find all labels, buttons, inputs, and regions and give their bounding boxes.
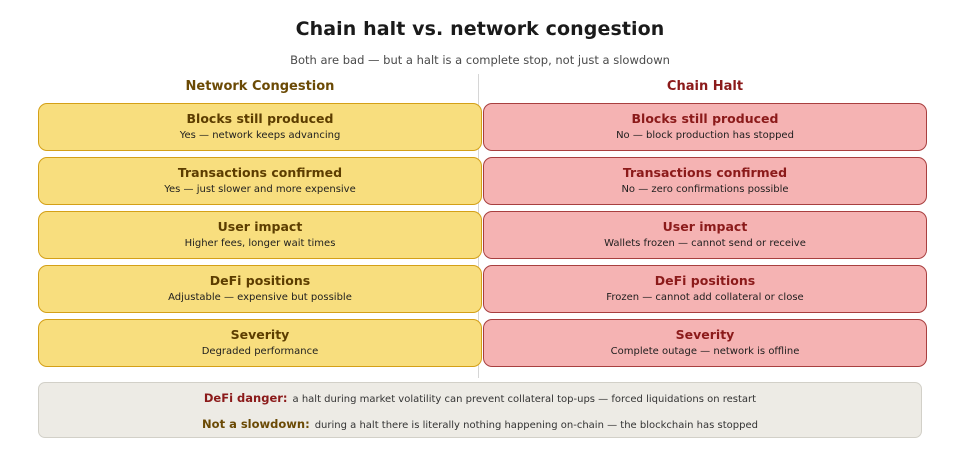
card-row: Blocks still produced No — block product… <box>483 103 927 151</box>
footer-text: a halt during market volatility can prev… <box>292 394 757 405</box>
card-row: User impact Wallets frozen — cannot send… <box>483 211 927 259</box>
column-heading-network-congestion: Network Congestion <box>185 79 335 94</box>
page-subtitle: Both are bad — but a halt is a complete … <box>290 53 670 67</box>
card-row: Transactions confirmed No — zero confirm… <box>483 157 927 205</box>
card-description: Complete outage — network is offline <box>610 346 800 358</box>
column-heading-chain-halt: Chain Halt <box>666 79 744 94</box>
card-description: Adjustable — expensive but possible <box>168 292 352 304</box>
footer-note: DeFi danger: a halt during market volatil… <box>38 382 922 438</box>
card-title: Blocks still produced <box>631 110 779 126</box>
card-row: DeFi positions Frozen — cannot add colla… <box>483 265 927 313</box>
card-description: Wallets frozen — cannot send or receive <box>604 238 806 250</box>
card-title: Transactions confirmed <box>622 164 788 180</box>
footer-label: Not a slowdown: <box>202 417 310 431</box>
footer-label: DeFi danger: <box>203 391 288 405</box>
card-row: DeFi positions Adjustable — expensive bu… <box>38 265 482 313</box>
column-network-congestion: Blocks still produced Yes — network keep… <box>38 103 482 367</box>
card-title: DeFi positions <box>654 272 756 288</box>
card-row: Transactions confirmed Yes — just slower… <box>38 157 482 205</box>
card-description: Frozen — cannot add collateral or close <box>606 292 804 304</box>
card-description: Degraded performance <box>201 346 319 358</box>
card-row: Severity Complete outage — network is of… <box>483 319 927 367</box>
footer-line-defi-danger: DeFi danger: a halt during market volatil… <box>204 387 756 407</box>
card-description: Higher fees, longer wait times <box>184 238 336 250</box>
card-row: User impact Higher fees, longer wait tim… <box>38 211 482 259</box>
card-description: Yes — network keeps advancing <box>179 130 341 142</box>
card-row: Severity Degraded performance <box>38 319 482 367</box>
card-description: No — block production has stopped <box>616 130 794 142</box>
page-title: Chain halt vs. network congestion <box>295 18 665 40</box>
card-title: DeFi positions <box>209 272 311 288</box>
card-row: Blocks still produced Yes — network keep… <box>38 103 482 151</box>
card-title: User impact <box>662 218 748 234</box>
card-title: Severity <box>675 326 735 342</box>
card-title: User impact <box>217 218 303 234</box>
card-title: Severity <box>230 326 290 342</box>
card-description: No — zero confirmations possible <box>621 184 789 196</box>
card-title: Blocks still produced <box>186 110 334 126</box>
footer-text: during a halt there is literally nothing… <box>314 420 758 431</box>
card-description: Yes — just slower and more expensive <box>164 184 356 196</box>
card-title: Transactions confirmed <box>177 164 343 180</box>
column-chain-halt: Blocks still produced No — block product… <box>483 103 927 367</box>
footer-line-not-a-slowdown: Not a slowdown: during a halt there is li… <box>202 413 758 433</box>
